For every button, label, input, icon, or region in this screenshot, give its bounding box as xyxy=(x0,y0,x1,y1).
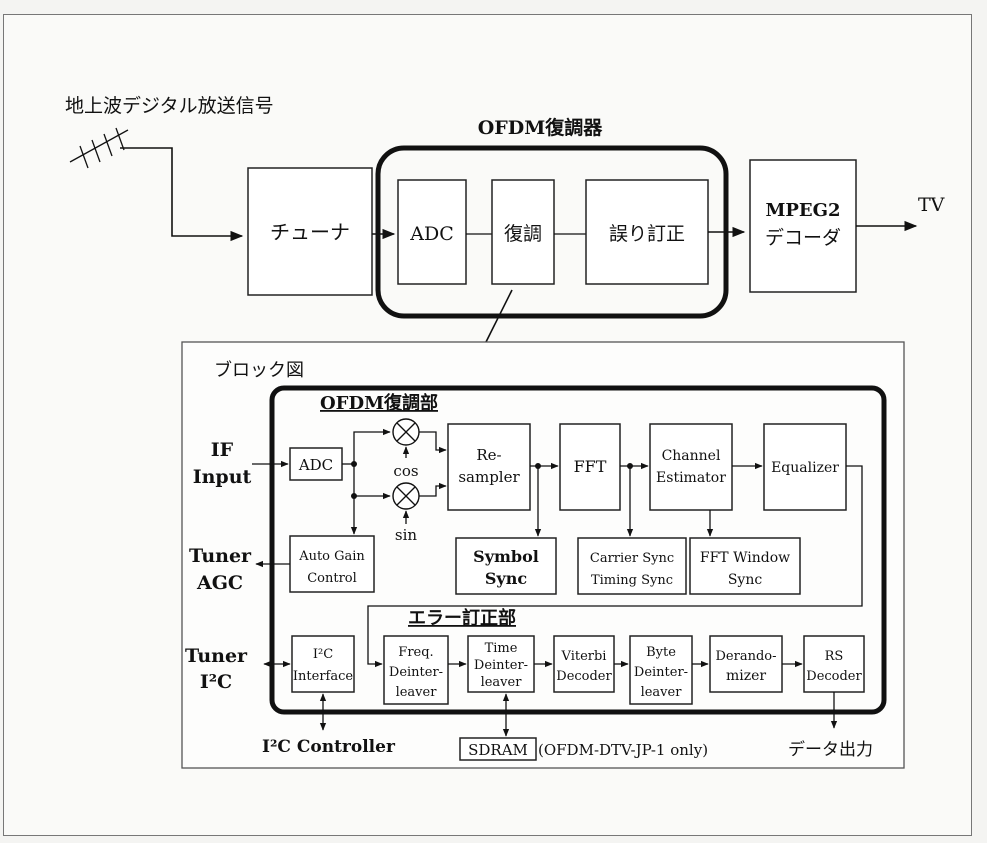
tuner-label: チューナ xyxy=(270,220,350,244)
fft-label: FFT xyxy=(574,457,607,476)
fft-window-label-2: Sync xyxy=(728,572,763,588)
resampler-block xyxy=(447,423,531,511)
if-input-label-1: IF xyxy=(211,439,234,461)
tv-label: TV xyxy=(918,194,945,216)
equalizer-label: Equalizer xyxy=(771,460,839,476)
viterbi-label-2: Decoder xyxy=(556,669,612,684)
time-label-1: Time xyxy=(485,641,518,656)
mpeg2-label: MPEG2 xyxy=(765,200,840,221)
fft-window-sync-block xyxy=(689,537,801,595)
decoder-label: デコーダ xyxy=(765,227,841,249)
rs-decoder-block xyxy=(803,635,865,693)
adc-block-2 xyxy=(289,447,343,481)
time-label-2: Deinter- xyxy=(474,658,528,673)
freq-label-1: Freq. xyxy=(398,645,433,660)
agc-label-2: Control xyxy=(307,571,357,586)
mixer-sin xyxy=(392,482,420,510)
freq-label-3: leaver xyxy=(396,685,438,700)
if-input-label-2: Input xyxy=(193,466,252,488)
resampler-label-1: Re- xyxy=(476,446,501,464)
demod-block xyxy=(491,179,555,285)
adc-block xyxy=(397,179,467,285)
carrier-sync-block xyxy=(577,537,687,595)
carrier-sync-label-2: Timing Sync xyxy=(591,573,673,588)
resampler-label-2: sampler xyxy=(458,468,520,486)
equalizer-block xyxy=(763,423,847,511)
i2c-controller-label: I²C Controller xyxy=(262,737,396,757)
i2c-if-label-1: I²C xyxy=(313,647,333,662)
byte-label-2: Deinter- xyxy=(634,665,688,680)
error-correction-label: 誤り訂正 xyxy=(609,223,685,245)
ofdm-section-label: OFDM復調部 xyxy=(320,392,438,414)
antenna-icon xyxy=(69,127,129,169)
symbol-sync-label-1: Symbol xyxy=(473,547,539,566)
channel-estimator-block xyxy=(649,423,733,511)
chip-outline xyxy=(269,385,887,715)
demod-label: 復調 xyxy=(504,223,542,245)
channel-estimator-label-2: Estimator xyxy=(656,470,726,486)
tuner-block xyxy=(247,167,373,296)
derand-label-2: mizer xyxy=(726,668,766,684)
tuner-i2c-label-2: I²C xyxy=(200,671,232,693)
error-correction-block xyxy=(585,179,709,285)
antenna-to-tuner-arrow xyxy=(120,147,244,242)
auto-gain-control-block xyxy=(289,535,375,593)
adc-label: ADC xyxy=(409,223,454,245)
fft-window-label-1: FFT Window xyxy=(700,550,790,566)
byte-deinterleaver-block xyxy=(629,635,693,705)
sdram-block xyxy=(459,737,537,761)
time-label-3: leaver xyxy=(481,675,523,690)
time-deinterleaver-block xyxy=(467,635,535,693)
data-output-label: データ出力 xyxy=(788,739,873,760)
freq-deinterleaver-block xyxy=(383,635,449,705)
symbol-sync-label-2: Sync xyxy=(485,569,527,588)
ofdm-demodulator-title: OFDM復調器 xyxy=(478,116,604,139)
freq-label-2: Deinter- xyxy=(389,665,443,680)
symbol-sync-block xyxy=(455,537,557,595)
equalizer-to-freq-path xyxy=(367,465,863,668)
tuner-agc-label-1: Tuner xyxy=(189,545,252,567)
channel-estimator-label-1: Channel xyxy=(662,448,721,464)
rs-label-1: RS xyxy=(825,649,844,664)
broadcast-signal-label: 地上波デジタル放送信号 xyxy=(65,95,274,117)
carrier-sync-label-1: Carrier Sync xyxy=(590,551,674,566)
tuner-i2c-label-1: Tuner xyxy=(185,645,248,667)
viterbi-decoder-block xyxy=(553,635,615,693)
derand-label-1: Derando- xyxy=(716,649,777,664)
byte-label-3: leaver xyxy=(641,685,683,700)
sdram-label: SDRAM xyxy=(468,741,528,759)
fft-block xyxy=(559,423,621,511)
viterbi-label-1: Viterbi xyxy=(561,649,607,664)
i2c-if-label-2: Interface xyxy=(293,669,353,684)
agc-label-1: Auto Gain xyxy=(298,549,365,564)
block-diagram-title: ブロック図 xyxy=(214,359,304,381)
sdram-note: (OFDM-DTV-JP-1 only) xyxy=(538,741,708,759)
mpeg2-decoder-block xyxy=(749,159,857,293)
error-section-label: エラー訂正部 xyxy=(408,607,516,629)
i2c-interface-block xyxy=(291,635,355,693)
rs-label-2: Decoder xyxy=(806,669,862,684)
tuner-agc-label-2: AGC xyxy=(196,572,243,594)
sin-label: sin xyxy=(395,526,417,544)
byte-label-1: Byte xyxy=(646,645,676,660)
adc-label-2: ADC xyxy=(298,456,333,474)
cos-label: cos xyxy=(393,462,418,480)
mixer-cos xyxy=(392,418,420,446)
